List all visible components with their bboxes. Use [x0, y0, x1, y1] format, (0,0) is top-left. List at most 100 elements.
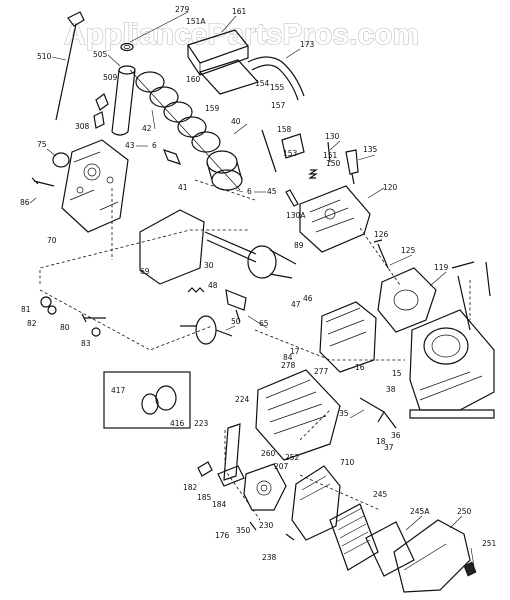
callout-41: 41 [178, 183, 188, 192]
callout-252: 252 [285, 453, 300, 462]
callout-238: 238 [262, 553, 277, 562]
callout-43: 43 [125, 141, 135, 150]
muffler-part [319, 301, 377, 373]
callout-119: 119 [434, 263, 449, 272]
piston-part [129, 69, 243, 191]
callout-279: 279 [175, 5, 190, 14]
callout-16: 16 [355, 363, 365, 372]
wrist-pin-part [162, 149, 182, 165]
air-cleaner-base-part [291, 465, 341, 541]
bolt-part [31, 177, 55, 187]
callout-185: 185 [197, 493, 212, 502]
callout-251: 251 [482, 539, 497, 548]
callout-17: 17 [290, 347, 300, 356]
spring-part [187, 287, 205, 293]
callout-80: 80 [60, 323, 70, 332]
callout-37: 37 [384, 443, 394, 452]
wing-nut-part [463, 561, 477, 577]
callout-15: 15 [392, 369, 402, 378]
callout-130a: 130A [286, 211, 306, 220]
callout-38: 38 [386, 385, 396, 394]
valve-125-part [373, 239, 389, 269]
callout-710: 710 [340, 458, 355, 467]
callout-18: 18 [376, 437, 386, 446]
callout-47: 47 [291, 300, 301, 309]
callout-35: 35 [339, 409, 349, 418]
pre-cleaner-part [365, 521, 415, 577]
callout-40: 40 [231, 117, 241, 126]
leader-lines [29, 11, 475, 567]
callout-83: 83 [81, 339, 91, 348]
callout-6a: 6 [152, 141, 157, 150]
callout-155: 155 [270, 83, 285, 92]
cylinder-head-part [299, 185, 371, 253]
callout-308: 308 [75, 122, 90, 131]
callout-161: 161 [232, 7, 247, 16]
callout-160: 160 [186, 75, 201, 84]
air-cleaner-cover-part [393, 519, 471, 593]
shaft-80-part [81, 313, 106, 323]
valve-130a-part [285, 189, 299, 207]
callout-510: 510 [37, 52, 52, 61]
callout-89: 89 [294, 241, 304, 250]
callout-173: 173 [300, 40, 315, 49]
callout-250: 250 [457, 507, 472, 516]
bushing-83-part [91, 327, 101, 337]
callout-126: 126 [374, 230, 389, 239]
spark-plug-part [345, 149, 359, 185]
callout-150: 150 [326, 159, 341, 168]
callout-70: 70 [47, 236, 57, 245]
callout-46: 46 [303, 294, 313, 303]
cylinder-block-part [409, 309, 495, 419]
callout-278: 278 [281, 361, 296, 370]
callout-416: 416 [170, 419, 185, 428]
callout-75: 75 [37, 140, 47, 149]
callout-65: 65 [259, 319, 269, 328]
callout-223: 223 [194, 419, 209, 428]
callout-130: 130 [325, 132, 340, 141]
callout-81: 81 [21, 305, 31, 314]
callout-417: 417 [111, 386, 126, 395]
lever-part [359, 397, 397, 429]
callout-125: 125 [401, 246, 416, 255]
callout-350: 350 [236, 526, 251, 535]
watermark-text: AppliancePartsPros.com [64, 18, 419, 51]
seal-part [120, 42, 134, 52]
callout-277: 277 [314, 367, 329, 376]
gear-81-part [40, 296, 52, 308]
callout-154: 154 [255, 79, 270, 88]
connecting-rod-part [93, 93, 109, 129]
breather-tube-part [247, 56, 305, 101]
callout-30: 30 [204, 261, 214, 270]
callout-6b: 6 [247, 187, 252, 196]
callout-151a: 151A [186, 17, 206, 26]
callout-120: 120 [383, 183, 398, 192]
callout-82: 82 [27, 319, 37, 328]
callout-505: 505 [93, 50, 108, 59]
throttle-link-part [223, 423, 241, 481]
crankshaft-part [204, 231, 297, 279]
gasket-part [198, 59, 260, 95]
callout-84: 84 [283, 353, 293, 362]
callout-86: 86 [20, 198, 30, 207]
air-filter-part [329, 503, 379, 571]
callout-158: 158 [277, 125, 292, 134]
callout-48: 48 [208, 281, 218, 290]
screw-176-part [249, 521, 257, 531]
callout-50: 50 [231, 317, 241, 326]
air-baffle-part [255, 369, 341, 461]
assembly-guide-lines [39, 179, 471, 521]
valve-parts [261, 129, 331, 179]
callout-42: 42 [142, 124, 152, 133]
callout-69: 69 [140, 267, 150, 276]
callout-135: 135 [363, 145, 378, 154]
callout-45: 45 [267, 187, 277, 196]
dipstick-tube-part [111, 65, 136, 136]
callout-159: 159 [205, 104, 220, 113]
screw-238-part [285, 533, 295, 541]
callout-207: 207 [274, 462, 289, 471]
callout-157: 157 [271, 101, 286, 110]
stud-part [451, 261, 491, 331]
callout-151: 151 [323, 151, 338, 160]
